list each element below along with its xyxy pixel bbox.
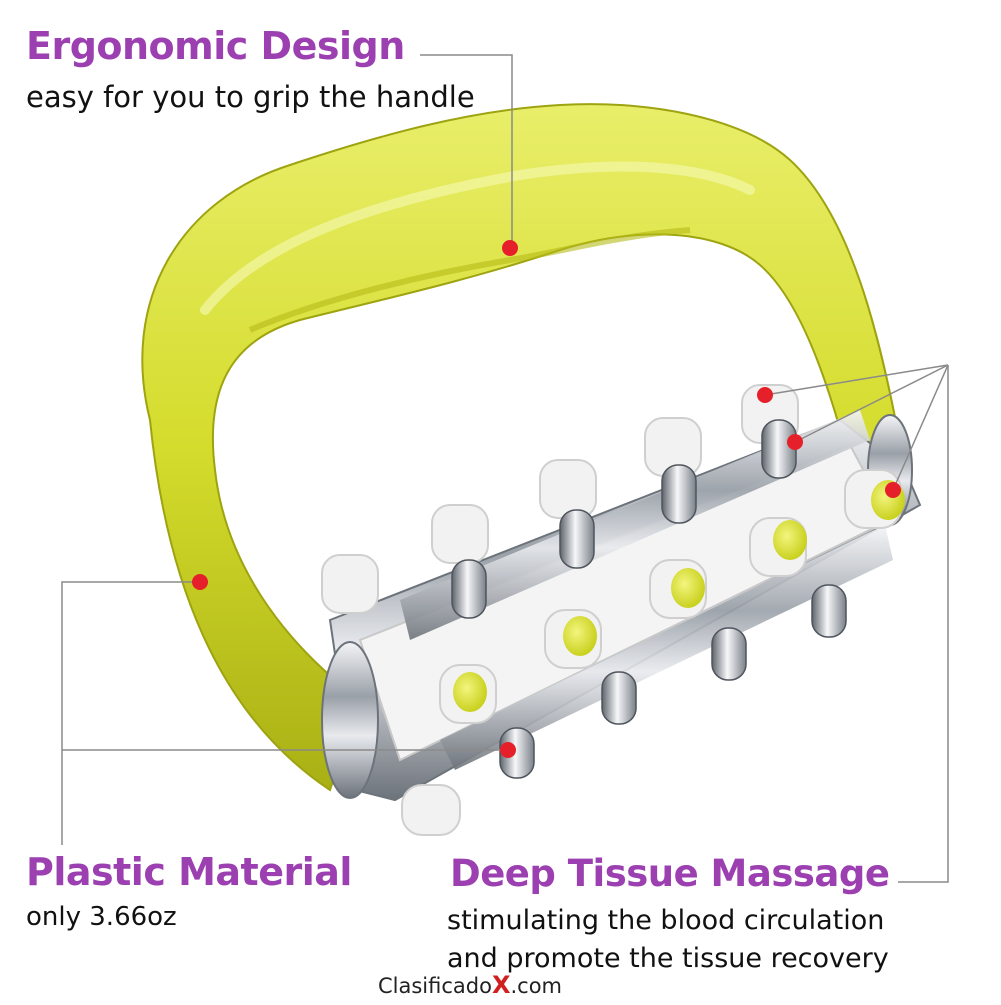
chrome-pins (451, 419, 847, 779)
ergonomic-design-subtitle: easy for you to grip the handle (26, 80, 475, 114)
deep-tissue-line-1: stimulating the blood circulation (447, 905, 885, 936)
marker-handle (502, 240, 518, 256)
deep-tissue-line-2: and promote the tissue recovery (447, 943, 889, 974)
marker-nodule (757, 387, 773, 403)
deep-tissue-title: Deep Tissue Massage (450, 852, 890, 895)
watermark-suffix: .com (510, 974, 563, 998)
marker-pin (500, 742, 516, 758)
marker-chrome-pin (787, 434, 803, 450)
plastic-material-title: Plastic Material (26, 850, 352, 894)
callout-lines (61, 54, 949, 883)
marker-plastic (192, 574, 208, 590)
ergonomic-design-title: Ergonomic Design (26, 24, 405, 68)
red-markers (192, 240, 901, 758)
watermark-mark: X (491, 971, 511, 999)
handle (141, 103, 907, 792)
watermark: ClasificadoX.com (378, 971, 562, 999)
marker-nub (885, 482, 901, 498)
watermark-prefix: Clasificado (378, 974, 492, 998)
plastic-material-subtitle: only 3.66oz (26, 902, 177, 932)
yellow-nubs (453, 480, 905, 712)
